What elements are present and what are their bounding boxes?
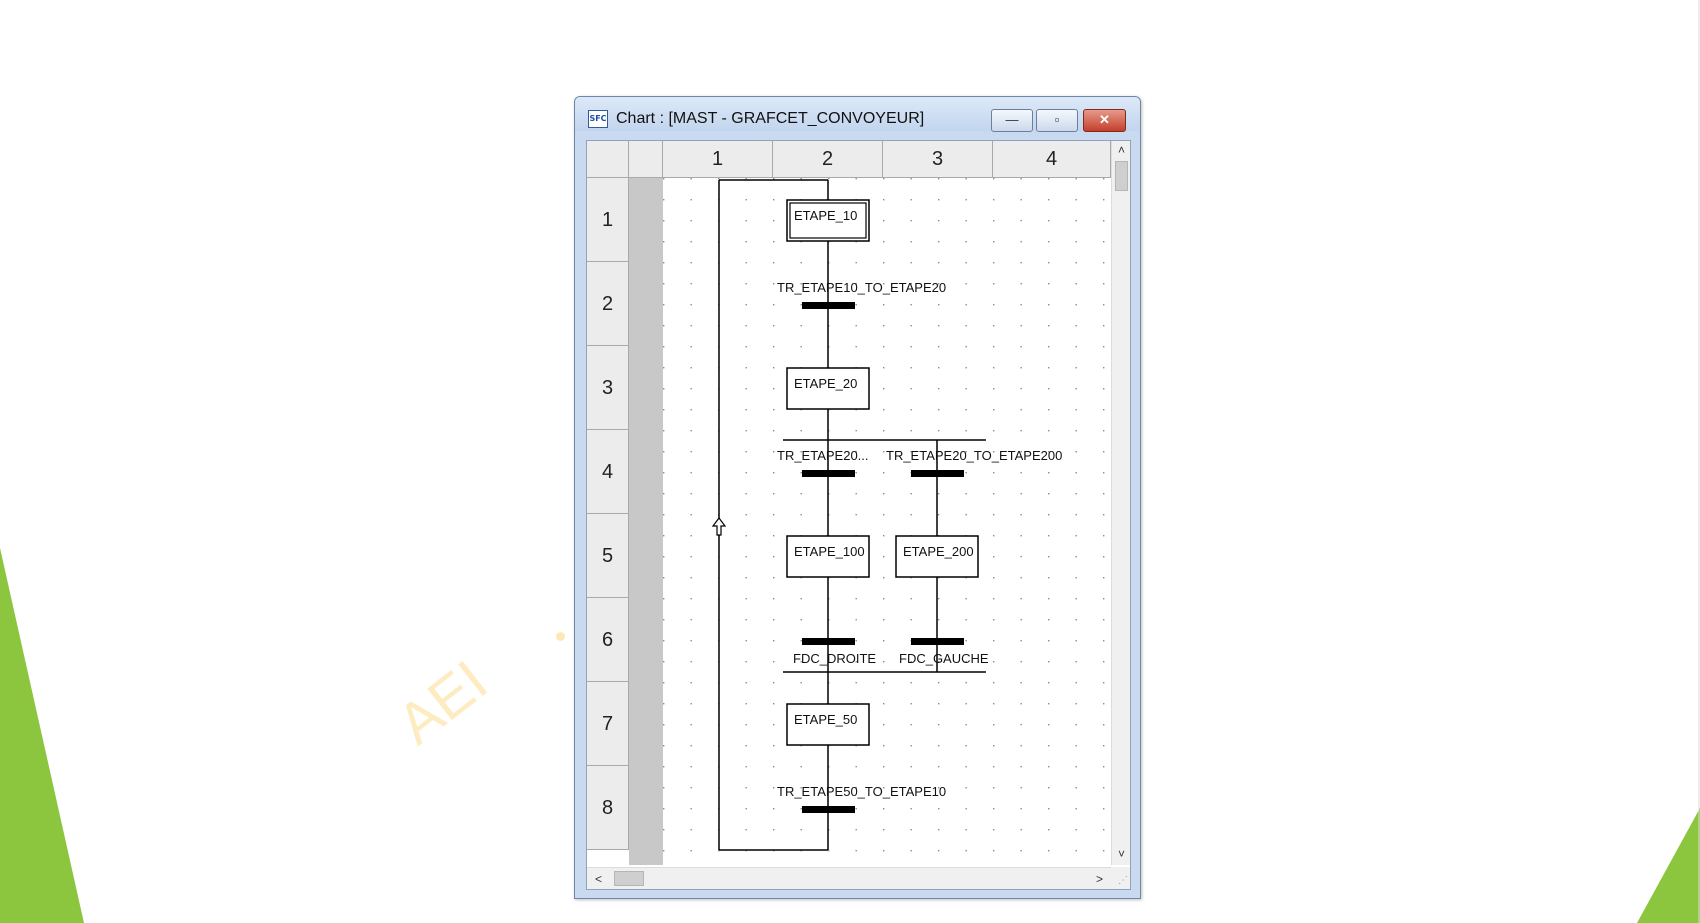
sfc-chart-area: 1 2 3 4 1 2 3 4 5 6 7 8 (586, 140, 1131, 890)
transition-label: TR_ETAPE20... (777, 448, 869, 463)
row-header-5[interactable]: 5 (587, 514, 629, 598)
vertical-scrollbar[interactable]: ˄ ˅ (1111, 141, 1130, 865)
scroll-up-button[interactable]: ˄ (1117, 143, 1125, 157)
horizontal-scroll-thumb[interactable] (614, 871, 644, 886)
transition-fdc-droite[interactable]: FDC_DROITE (793, 638, 876, 666)
column-header-2[interactable]: 2 (773, 141, 883, 178)
step-label: ETAPE_20 (794, 376, 857, 391)
row-header-6[interactable]: 6 (587, 598, 629, 682)
title-bar[interactable]: SFC Chart : [MAST - GRAFCET_CONVOYEUR] —… (575, 97, 1140, 132)
transition-tr-etape20-to-etape100[interactable]: TR_ETAPE20... (777, 448, 869, 477)
scroll-left-button[interactable]: < (594, 872, 602, 886)
minimize-button[interactable]: — (991, 109, 1033, 132)
step-label: ETAPE_200 (903, 544, 974, 559)
up-arrow-icon (711, 517, 727, 536)
watermark-dot (556, 632, 565, 641)
resize-grip-icon[interactable]: ⋰ (1111, 867, 1130, 889)
transition-label: TR_ETAPE20_TO_ETAPE200 (886, 448, 1062, 463)
close-button[interactable]: ✕ (1083, 109, 1126, 132)
row-header-8[interactable]: 8 (587, 766, 629, 850)
transition-label: TR_ETAPE50_TO_ETAPE10 (777, 784, 946, 799)
row-header-1[interactable]: 1 (587, 178, 629, 262)
sfc-app-icon: SFC (588, 110, 608, 128)
step-label: ETAPE_50 (794, 712, 857, 727)
scroll-down-button[interactable]: ˅ (1117, 847, 1125, 861)
step-etape-20[interactable]: ETAPE_20 (786, 367, 870, 410)
transition-fdc-gauche[interactable]: FDC_GAUCHE (899, 638, 989, 666)
row-header-3[interactable]: 3 (587, 346, 629, 430)
transition-label: FDC_DROITE (793, 651, 876, 666)
transition-label: TR_ETAPE10_TO_ETAPE20 (777, 280, 946, 295)
dot-grid (663, 178, 1111, 867)
transition-label: FDC_GAUCHE (899, 651, 989, 666)
row-header-4[interactable]: 4 (587, 430, 629, 514)
column-header-3[interactable]: 3 (883, 141, 993, 178)
chart-window: SFC Chart : [MAST - GRAFCET_CONVOYEUR] —… (574, 96, 1141, 899)
maximize-button[interactable]: ▫ (1036, 109, 1078, 132)
step-etape-50[interactable]: ETAPE_50 (786, 703, 870, 746)
horizontal-scrollbar[interactable]: < > (587, 867, 1111, 889)
step-etape-200[interactable]: ETAPE_200 (895, 535, 979, 578)
header-corner-strip (629, 141, 663, 178)
left-margin-strip (629, 178, 663, 865)
scroll-right-button[interactable]: > (1095, 872, 1103, 886)
transition-tr-etape20-to-etape200[interactable]: TR_ETAPE20_TO_ETAPE200 (886, 448, 1062, 477)
row-header-2[interactable]: 2 (587, 262, 629, 346)
column-header-4[interactable]: 4 (993, 141, 1111, 178)
column-header-1[interactable]: 1 (663, 141, 773, 178)
right-green-triangle (1637, 808, 1700, 923)
step-label: ETAPE_10 (794, 208, 857, 223)
header-corner (587, 141, 629, 178)
left-green-triangle (0, 548, 84, 923)
transition-tr-etape10-to-etape20[interactable]: TR_ETAPE10_TO_ETAPE20 (777, 280, 946, 309)
watermark-text: AEI (385, 648, 500, 758)
row-header-7[interactable]: 7 (587, 682, 629, 766)
transition-tr-etape50-to-etape10[interactable]: TR_ETAPE50_TO_ETAPE10 (777, 784, 946, 813)
window-title: Chart : [MAST - GRAFCET_CONVOYEUR] (616, 110, 925, 127)
grafcet-diagram: ETAPE_10 ETAPE_20 ETAPE_100 ETAPE_200 ET… (663, 178, 1111, 867)
vertical-scroll-thumb[interactable] (1115, 161, 1128, 191)
step-etape-100[interactable]: ETAPE_100 (786, 535, 870, 578)
step-label: ETAPE_100 (794, 544, 865, 559)
step-etape-10[interactable]: ETAPE_10 (786, 199, 870, 242)
